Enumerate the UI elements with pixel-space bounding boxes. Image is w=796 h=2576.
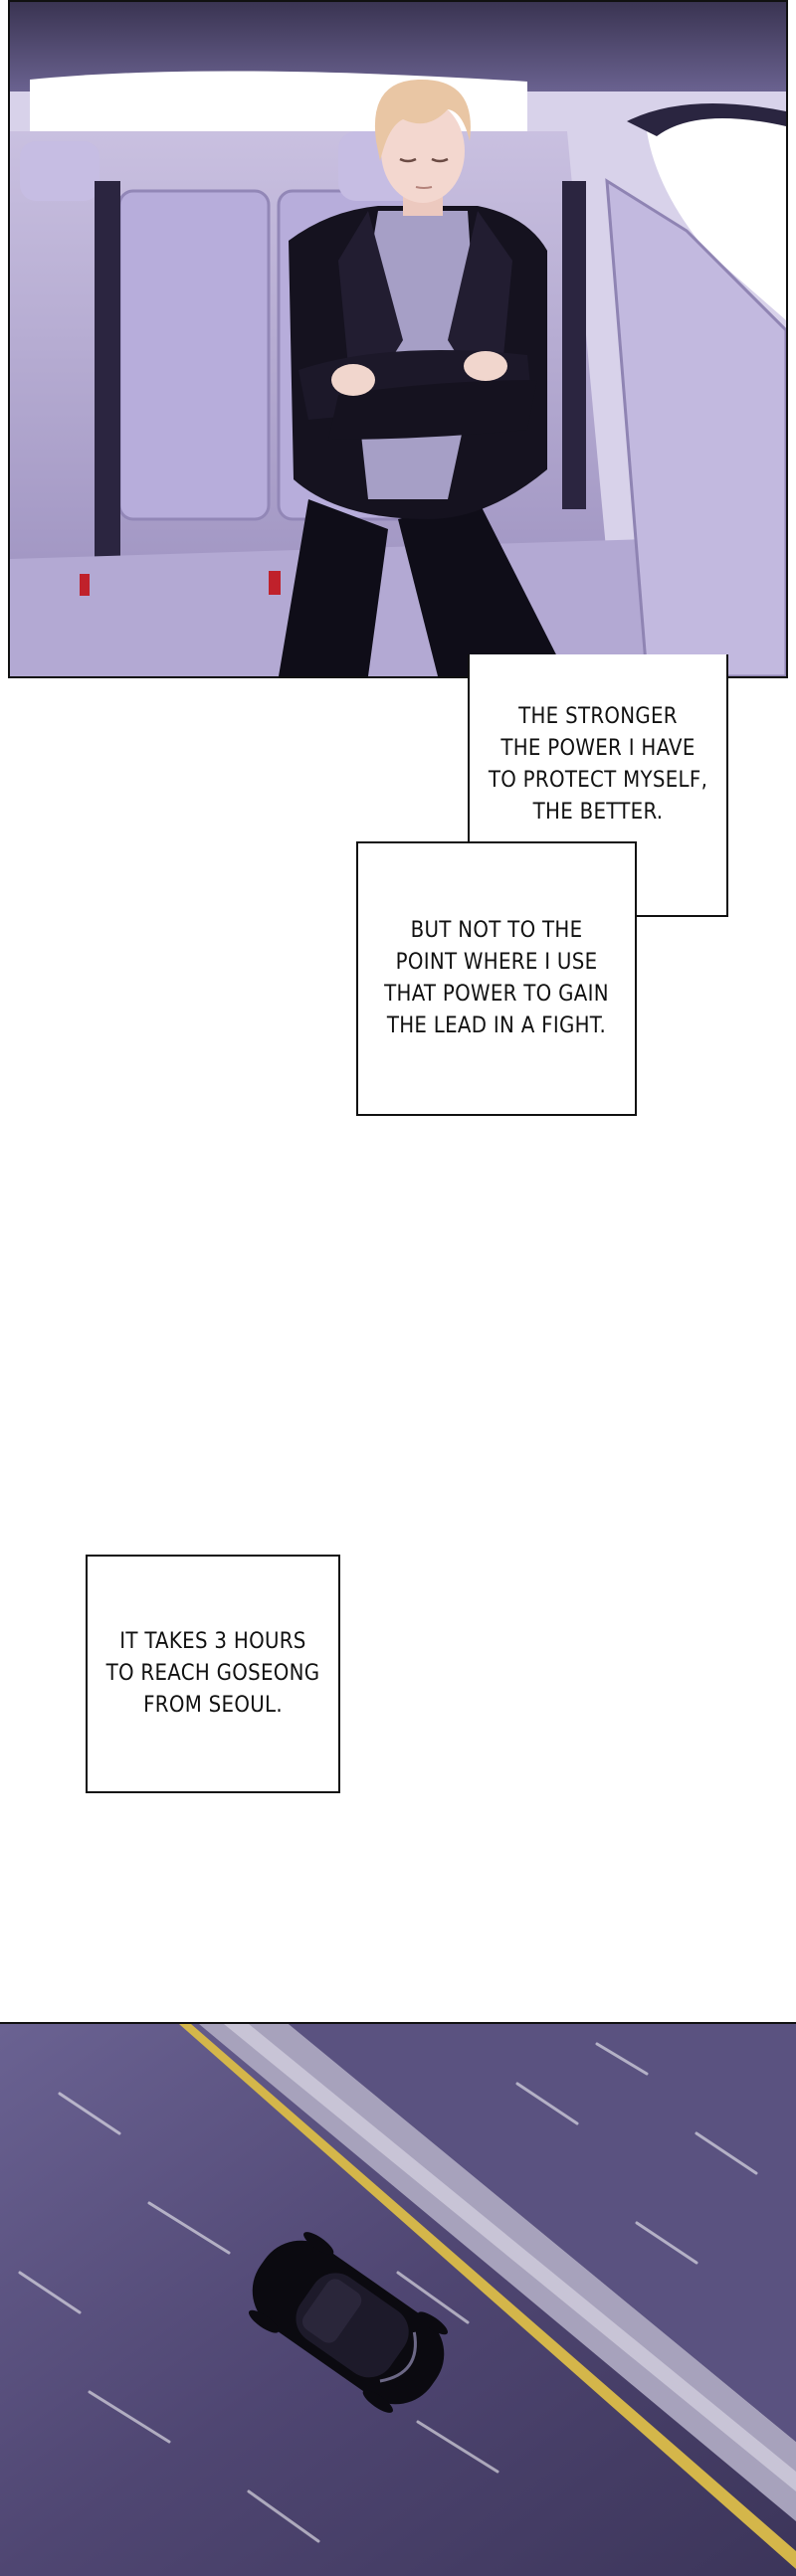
road-panel [0, 2022, 796, 2576]
car-interior-panel [8, 0, 788, 678]
road-illustration [0, 2024, 796, 2576]
caption-box-2: BUT NOT TO THE POINT WHERE I USE THAT PO… [356, 841, 637, 1116]
character-face [381, 99, 465, 203]
character-hair [374, 79, 471, 161]
car-interior-illustration [10, 2, 786, 676]
lane-line [179, 2024, 796, 2569]
black-car [248, 2232, 449, 2413]
side-window [647, 113, 786, 320]
road-divider [199, 2024, 796, 2521]
caption-box-3: IT TAKES 3 HOURS TO REACH GOSEONG FROM S… [86, 1555, 340, 1793]
